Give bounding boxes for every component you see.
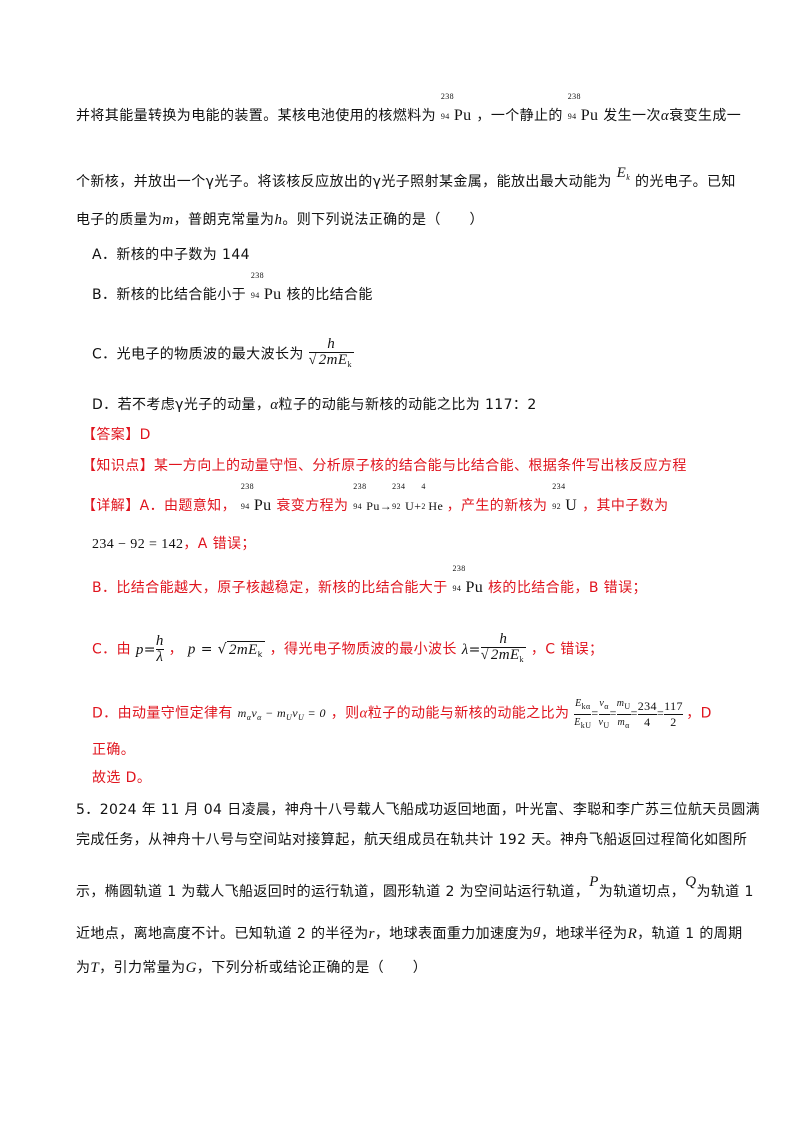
q4-text: 发生一次	[603, 108, 661, 124]
q5-line-4: 近地点，离地高度不计。已知轨道 2 的半径为r，地球表面重力加速度为g，地球半径…	[76, 922, 743, 944]
detail-text: C．由	[92, 641, 131, 658]
detail-line-d2: 正确。	[92, 740, 135, 760]
alpha-symbol: α	[660, 108, 670, 124]
detail-text: ，	[168, 641, 184, 658]
q5-line-5: 为T，引力常量为G，下列分析或结论正确的是（ ）	[76, 958, 427, 978]
q5-text: ，地球表面重力加速度为	[374, 926, 534, 942]
option-d: D．若不考虑γ光子的动量，α粒子的动能与新核的动能之比为 117：2	[92, 395, 537, 415]
detail-text: 衰变方程为	[276, 498, 349, 514]
q4-text: 并将其能量转换为电能的装置。某核电池使用的核燃料为	[76, 108, 436, 124]
option-c-text: C．光电子的物质波的最大波长为	[92, 346, 304, 363]
q4-text: ，普朗克常量为	[173, 212, 275, 228]
answer-text: 【答案】D	[82, 427, 151, 443]
r-symbol: r	[368, 926, 375, 942]
q5-text: 近地点，离地高度不计。已知轨道 2 的半径为	[76, 926, 369, 942]
detail-text: ，得光电子物质波的最小波长	[269, 641, 457, 658]
detail-line-a2: 234 − 92 = 142，A 错误；	[92, 534, 256, 555]
q5-text: 完成任务，从神舟十八号与空间站对接算起，航天组成员在轨共计 192 天。神舟飞船…	[76, 832, 748, 848]
option-d-text: 粒子的动能与新核的动能之比为 117：2	[278, 397, 537, 413]
q4-text: 。则下列说法正确的是（ ）	[282, 212, 484, 228]
q5-text: ，下列分析或结论正确的是（ ）	[196, 960, 428, 976]
option-a: A．新核的中子数为 144	[92, 245, 250, 265]
answer-line: 【答案】D	[82, 425, 151, 445]
q5-line-2: 完成任务，从神舟十八号与空间站对接算起，航天组成员在轨共计 192 天。神舟飞船…	[76, 830, 747, 850]
knowledge-line: 【知识点】某一方向上的动量守恒、分析原子核的结合能与比结合能、根据条件写出核反应…	[82, 456, 687, 476]
q4-line-3: 电子的质量为m，普朗克常量为h。则下列说法正确的是（ ）	[76, 210, 484, 230]
q5-text: 为	[76, 960, 91, 976]
detail-text: ，产生的新核为	[446, 498, 548, 514]
q4-text: 的光电子。已知	[635, 174, 736, 190]
detail-text: ，D	[686, 705, 712, 722]
momentum-energy-formula: p = √2mEk	[187, 640, 265, 659]
option-a-text: A．新核的中子数为 144	[92, 247, 250, 263]
detail-line-d: D．由动量守恒定律有 mαvα − mUvU = 0 ，则α粒子的动能与新核的动…	[92, 696, 712, 735]
detail-text: ，C 错误；	[530, 641, 604, 658]
detail-text: ，其中子数为	[582, 498, 669, 514]
knowledge-text: 【知识点】某一方向上的动量守恒、分析原子核的结合能与比结合能、根据条件写出核反应…	[82, 458, 687, 474]
q4-text: ，一个静止的	[476, 108, 563, 124]
g-symbol: g	[533, 922, 542, 938]
option-c: C．光电子的物质波的最大波长为 h √2mEk	[92, 337, 354, 372]
q5-text: 5．2024 年 11 月 04 日凌晨，神舟十八号载人飞船成功返回地面，叶光富…	[76, 802, 761, 818]
g-const-symbol: G	[185, 960, 197, 976]
option-b-text: B．新核的比结合能小于	[92, 287, 247, 303]
alpha-symbol: α	[270, 397, 279, 413]
choose-text: 故选 D。	[92, 770, 152, 786]
detail-text: 正确。	[92, 742, 136, 758]
big-r-symbol: R	[627, 926, 638, 942]
q5-text: 为轨道 1	[696, 884, 754, 900]
q5-text: 示，椭圆轨道 1 为载人飞船返回时的运行轨道，圆形轨道 2 为空间站运行轨道，	[76, 884, 590, 900]
momentum-conservation: mαvα − mUvU = 0	[237, 706, 326, 723]
choose-line: 故选 D。	[92, 768, 151, 788]
neutron-calc: 234 − 92 = 142	[92, 537, 184, 552]
detail-text: 粒子的动能与新核的动能之比为	[367, 705, 570, 722]
ek-symbol: Ek	[616, 165, 631, 182]
t-symbol: T	[90, 960, 100, 976]
q4-text: 电子的质量为	[76, 212, 163, 228]
detail-text: ，A 错误；	[183, 536, 256, 552]
q4-text: 个新核，并放出一个γ光子。将该核反应放出的γ光子照射某金属，能放出最大动能为	[76, 174, 612, 190]
q4-text: 衰变生成一	[669, 108, 742, 124]
min-wavelength-formula: λ=h√2mEk	[462, 632, 526, 664]
detail-text: B．比结合能越大，原子核越稳定，新核的比结合能大于	[92, 580, 448, 596]
q5-text: ，地球半径为	[541, 926, 628, 942]
q5-line-3: 示，椭圆轨道 1 为载人飞船返回时的运行轨道，圆形轨道 2 为空间站运行轨道，P…	[76, 874, 754, 902]
wavelength-formula: h √2mEk	[308, 337, 354, 372]
q5-text: ，引力常量为	[99, 960, 186, 976]
q5-text: 为轨道切点，	[598, 884, 686, 900]
q5-line-1: 5．2024 年 11 月 04 日凌晨，神舟十八号载人飞船成功返回地面，叶光富…	[76, 800, 760, 820]
detail-text: ，则	[330, 705, 360, 722]
detail-text: 【详解】A．由题意知，	[82, 498, 236, 514]
m-symbol: m	[162, 212, 174, 228]
h-symbol: h	[274, 212, 283, 228]
alpha-symbol: α	[359, 705, 368, 722]
detail-text: D．由动量守恒定律有	[92, 705, 233, 722]
q4-line-2: 个新核，并放出一个γ光子。将该核反应放出的γ光子照射某金属，能放出最大动能为 E…	[76, 165, 736, 197]
q5-text: ，轨道 1 的周期	[637, 926, 743, 942]
detail-text: 核的比结合能，B 错误；	[488, 580, 647, 596]
option-d-text: D．若不考虑γ光子的动量，	[92, 397, 271, 413]
q-symbol: Q	[685, 874, 697, 890]
p-symbol: P	[589, 874, 599, 890]
option-b-text: 核的比结合能	[286, 287, 373, 303]
